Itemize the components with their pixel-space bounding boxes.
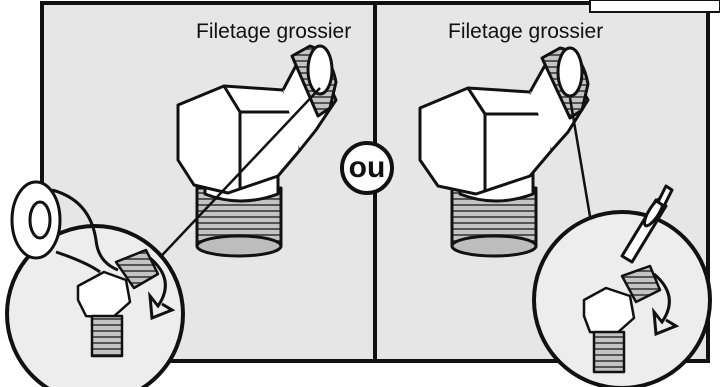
ou-badge: ou: [340, 141, 394, 195]
small-fitting-icon: [76, 248, 160, 358]
right-detail-circle: [532, 184, 712, 387]
left-elbow-fitting-icon: [176, 44, 338, 258]
right-thread-label: Filetage grossier: [444, 20, 608, 44]
thread-sealant-brush-icon: [620, 184, 674, 264]
left-thread-label: Filetage grossier: [192, 20, 356, 44]
small-fitting-icon-right: [582, 264, 662, 374]
rotation-arrow-icon-right: [652, 272, 680, 337]
right-elbow-fitting-icon: [418, 46, 590, 258]
left-detail-pointer: [149, 87, 321, 269]
rotation-arrow-icon: [148, 256, 176, 321]
thread-tape-roll-icon: [10, 180, 119, 274]
left-detail-circle: [5, 180, 185, 387]
